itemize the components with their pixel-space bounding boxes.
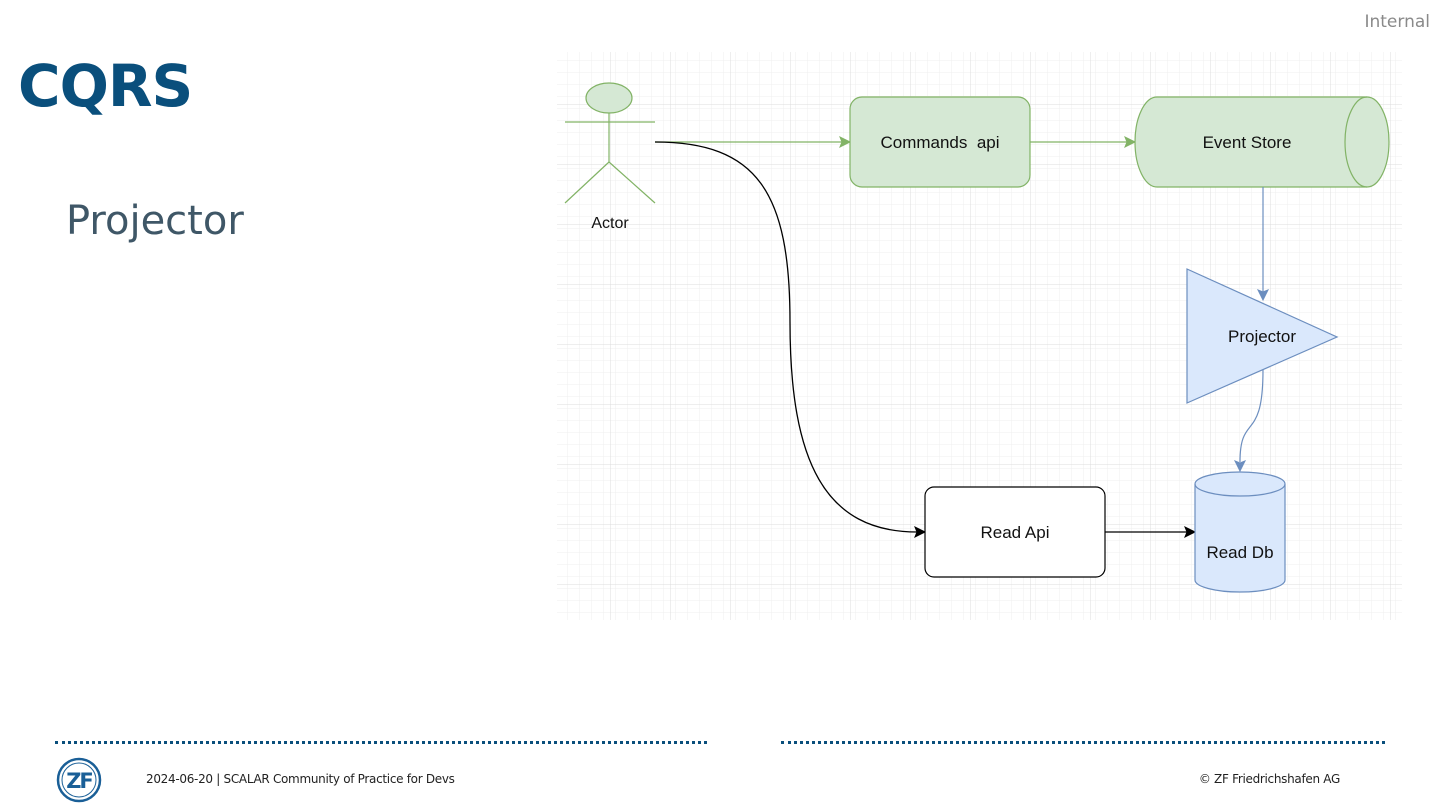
edge-actor-readapi <box>654 141 927 539</box>
read-api-label: Read Api <box>981 523 1050 542</box>
cqrs-diagram: Actor Commands api Event Store Projector <box>557 52 1402 620</box>
classification-label: Internal <box>1364 12 1430 32</box>
event-store-node: Event Store <box>1134 96 1390 188</box>
footer-divider-right <box>781 741 1385 744</box>
commands-api-label: Commands api <box>880 133 999 152</box>
projector-node: Projector <box>1186 268 1339 404</box>
edge-eventstore-projector <box>1256 187 1270 302</box>
read-db-label: Read Db <box>1206 543 1273 562</box>
footer-divider-left <box>55 741 707 744</box>
zf-logo-text: ZF <box>66 769 92 793</box>
footer-copyright: © ZF Friedrichshafen AG <box>1198 772 1340 786</box>
edge-projector-readdb <box>1233 369 1264 473</box>
projector-label: Projector <box>1228 327 1296 346</box>
commands-api-node: Commands api <box>849 96 1031 188</box>
event-store-label: Event Store <box>1203 133 1292 152</box>
edge-readapi-readdb <box>1105 525 1197 539</box>
footer-date-event: 2024-06-20 | SCALAR Community of Practic… <box>146 772 455 786</box>
zf-logo: ZF <box>56 757 102 803</box>
actor-figure <box>564 82 656 204</box>
slide-subtitle: Projector <box>66 198 244 244</box>
edge-commands-eventstore <box>1030 135 1137 149</box>
read-api-node: Read Api <box>924 486 1106 578</box>
edge-actor-commands <box>655 135 852 149</box>
slide-title: CQRS <box>18 52 193 120</box>
read-db-node: Read Db <box>1194 471 1286 593</box>
actor-label: Actor <box>591 215 629 232</box>
